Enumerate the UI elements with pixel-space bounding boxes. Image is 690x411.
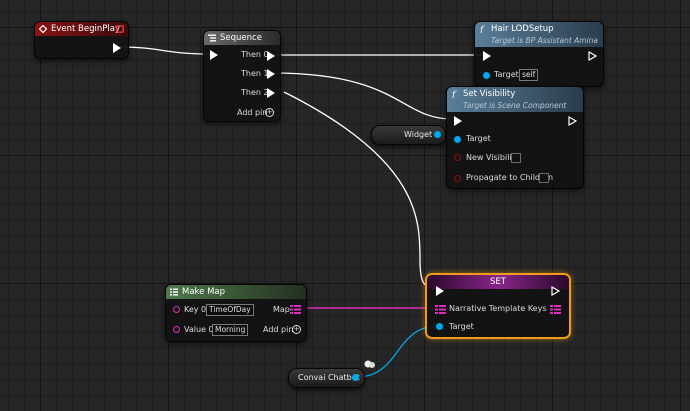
make-map-value0-value[interactable]: Morning bbox=[212, 324, 249, 336]
beginplay-exec-out-pin[interactable] bbox=[113, 43, 121, 53]
hair-lodsetup-exec-in-pin[interactable] bbox=[483, 51, 491, 61]
set-visibility-target-label: Target bbox=[466, 134, 491, 143]
make-map-add-pin-icon[interactable]: + bbox=[292, 325, 301, 334]
make-map-header: Make Map bbox=[166, 285, 306, 299]
set-visibility-exec-out-pin[interactable] bbox=[568, 116, 577, 126]
exec-wire-then2-set bbox=[283, 91, 437, 289]
sequence-then1-pin[interactable] bbox=[267, 69, 275, 79]
hair-lodsetup-title: Hair LODSetup bbox=[491, 24, 554, 34]
set-node-title: SET bbox=[490, 277, 506, 287]
set-visibility-title: Set Visibility bbox=[463, 89, 516, 99]
svg-text:f: f bbox=[479, 26, 485, 34]
hair-lodsetup-subtitle: Target is BP Assistant Amina bbox=[491, 36, 599, 45]
event-beginplay-title: Event BeginPlay bbox=[51, 24, 120, 34]
event-diamond-icon bbox=[39, 25, 47, 33]
sequence-add-pin-label[interactable]: Add pin bbox=[237, 108, 268, 117]
comment-bubble-icon bbox=[364, 360, 375, 368]
function-f-icon: f bbox=[451, 91, 457, 99]
widget-variable-label: Widget bbox=[404, 130, 433, 139]
new-visibility-pin[interactable] bbox=[454, 154, 461, 161]
set-target-pin[interactable] bbox=[436, 323, 443, 330]
svg-text:f: f bbox=[451, 91, 457, 99]
hair-lodsetup-exec-out-pin[interactable] bbox=[588, 51, 597, 61]
propagate-to-children-checkbox[interactable] bbox=[539, 173, 549, 183]
exec-wire-then1-setvisibility bbox=[271, 72, 453, 120]
hair-lodsetup-node[interactable]: f Hair LODSetup Target is BP Assistant A… bbox=[474, 21, 604, 87]
set-node-header: SET bbox=[427, 275, 569, 289]
sequence-node[interactable]: Sequence Then 0 Then 1 Then 2 Add pin + bbox=[203, 30, 281, 122]
make-map-value0-label: Value 0 bbox=[184, 325, 214, 334]
set-narrative-template-keys-node[interactable]: SET Narrative Template Keys Target bbox=[425, 273, 571, 339]
event-beginplay-node[interactable]: Event BeginPlay bbox=[34, 21, 129, 59]
function-f-icon: f bbox=[479, 26, 485, 34]
exec-wire-beginplay-sequence bbox=[119, 46, 211, 55]
set-narrative-keys-label: Narrative Template Keys bbox=[449, 304, 547, 313]
set-exec-in-pin[interactable] bbox=[436, 286, 444, 296]
convai-chatbot-out-pin[interactable] bbox=[352, 374, 359, 381]
sequence-then2-pin[interactable] bbox=[267, 88, 275, 98]
hair-lodsetup-header: f Hair LODSetup Target is BP Assistant A… bbox=[475, 22, 603, 47]
set-visibility-target-pin[interactable] bbox=[454, 136, 461, 143]
set-visibility-node[interactable]: f Set Visibility Target is Scene Compone… bbox=[446, 86, 584, 189]
widget-variable-node[interactable]: Widget bbox=[371, 125, 446, 145]
set-target-label: Target bbox=[449, 322, 474, 331]
convai-chatbot-variable-node[interactable]: Convai Chatbot bbox=[288, 368, 365, 388]
make-map-key0-pin[interactable] bbox=[173, 306, 180, 313]
sequence-then0-label: Then 0 bbox=[241, 50, 269, 59]
make-map-add-pin-label[interactable]: Add pin bbox=[263, 325, 294, 334]
propagate-to-children-pin[interactable] bbox=[454, 175, 461, 182]
hair-lodsetup-target-value: self bbox=[519, 69, 539, 81]
make-map-node[interactable]: Make Map Key 0 TimeOfDay Map Value 0 Mor… bbox=[165, 284, 307, 342]
hair-lodsetup-target-label: Target bbox=[494, 70, 519, 79]
widget-variable-out-pin[interactable] bbox=[434, 131, 441, 138]
sequence-title: Sequence bbox=[220, 33, 262, 43]
make-map-title: Make Map bbox=[182, 287, 226, 297]
sequence-header: Sequence bbox=[204, 31, 280, 45]
make-map-icon bbox=[170, 288, 178, 296]
sequence-then0-pin[interactable] bbox=[267, 51, 275, 61]
make-map-key0-value[interactable]: TimeOfDay bbox=[206, 304, 254, 316]
set-narrative-keys-in-pin[interactable] bbox=[435, 305, 446, 314]
make-map-map-label: Map bbox=[273, 305, 290, 314]
make-map-output-map-pin[interactable] bbox=[290, 305, 301, 314]
set-exec-out-pin[interactable] bbox=[551, 286, 560, 296]
set-narrative-keys-out-pin[interactable] bbox=[550, 305, 561, 314]
sequence-then1-label: Then 1 bbox=[241, 69, 269, 78]
make-map-value0-pin[interactable] bbox=[173, 326, 180, 333]
make-map-key0-label: Key 0 bbox=[184, 305, 207, 314]
set-visibility-subtitle: Target is Scene Component bbox=[463, 101, 567, 110]
sequence-exec-in-pin[interactable] bbox=[210, 50, 218, 60]
delegate-square-icon[interactable] bbox=[116, 25, 124, 33]
new-visibility-label: New Visibility bbox=[466, 153, 520, 162]
sequence-add-pin-icon[interactable]: + bbox=[265, 108, 274, 117]
convai-chatbot-label: Convai Chatbot bbox=[298, 373, 360, 382]
sequence-then2-label: Then 2 bbox=[241, 88, 269, 97]
propagate-to-children-label: Propagate to Children bbox=[466, 173, 554, 182]
new-visibility-checkbox[interactable] bbox=[511, 153, 521, 163]
event-beginplay-header: Event BeginPlay bbox=[35, 22, 128, 36]
hair-lodsetup-target-pin[interactable] bbox=[483, 72, 490, 79]
sequence-icon bbox=[208, 34, 216, 42]
set-visibility-exec-in-pin[interactable] bbox=[454, 116, 462, 126]
set-visibility-header: f Set Visibility Target is Scene Compone… bbox=[447, 87, 583, 112]
